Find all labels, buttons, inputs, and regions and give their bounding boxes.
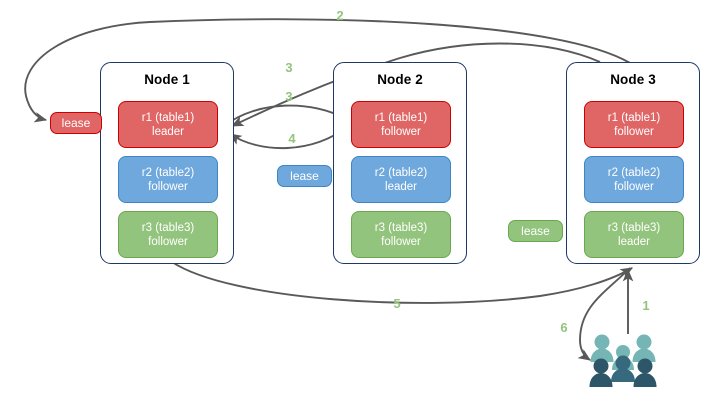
edge-label-3a: 3 (285, 60, 293, 75)
replica-line2: follower (381, 125, 421, 138)
replica-line1: r3 (table3) (141, 221, 195, 234)
replica-n3r1[interactable]: r1 (table1) follower (584, 101, 684, 148)
edge-label-4: 4 (288, 131, 296, 146)
lease-badge-r2[interactable]: lease (277, 165, 332, 187)
replica-n2r3[interactable]: r3 (table3) follower (351, 211, 451, 258)
node-container-node1[interactable]: Node 1 r1 (table1) leader r2 (table2) fo… (100, 62, 234, 264)
replica-line1: r3 (table3) (607, 221, 661, 234)
replica-line2: leader (618, 235, 650, 248)
replica-n1r1[interactable]: r1 (table1) leader (118, 101, 218, 148)
replica-line2: follower (614, 125, 654, 138)
edge-label-5: 5 (393, 296, 401, 311)
replica-n3r3[interactable]: r3 (table3) leader (584, 211, 684, 258)
replica-line1: r1 (table1) (141, 111, 195, 124)
edge-label-3b: 3 (285, 89, 293, 104)
edge-3-lower-path (223, 104, 347, 127)
lease-badge-r1[interactable]: lease (50, 112, 102, 134)
node-title: Node 1 (144, 72, 190, 87)
users-icon (589, 334, 657, 387)
lease-badge-r3[interactable]: lease (508, 220, 563, 242)
replica-line1: r2 (table2) (141, 166, 195, 179)
replica-n3r2[interactable]: r2 (table2) follower (584, 156, 684, 203)
node-container-node3[interactable]: Node 3 r1 (table1) follower r2 (table2) … (566, 62, 700, 264)
replica-line1: r1 (table1) (374, 111, 428, 124)
edge-label-1: 1 (642, 298, 650, 313)
replica-n2r1[interactable]: r1 (table1) follower (351, 101, 451, 148)
node-container-node2[interactable]: Node 2 r1 (table1) follower r2 (table2) … (333, 62, 467, 264)
edge-label-6: 6 (560, 320, 568, 335)
replica-line2: leader (385, 180, 417, 193)
replica-n1r2[interactable]: r2 (table2) follower (118, 156, 218, 203)
replica-line2: leader (152, 125, 184, 138)
replica-line1: r2 (table2) (607, 166, 661, 179)
node-title: Node 2 (377, 72, 423, 87)
replica-line1: r3 (table3) (374, 221, 428, 234)
node-title: Node 3 (610, 72, 656, 87)
replica-line2: follower (614, 180, 654, 193)
edge-label-2: 2 (336, 8, 344, 23)
replica-n2r2[interactable]: r2 (table2) leader (351, 156, 451, 203)
replica-line2: follower (381, 235, 421, 248)
replica-line2: follower (148, 180, 188, 193)
replica-line1: r2 (table2) (374, 166, 428, 179)
replica-line1: r1 (table1) (607, 111, 661, 124)
replica-n1r3[interactable]: r3 (table3) follower (118, 211, 218, 258)
replica-line2: follower (148, 235, 188, 248)
